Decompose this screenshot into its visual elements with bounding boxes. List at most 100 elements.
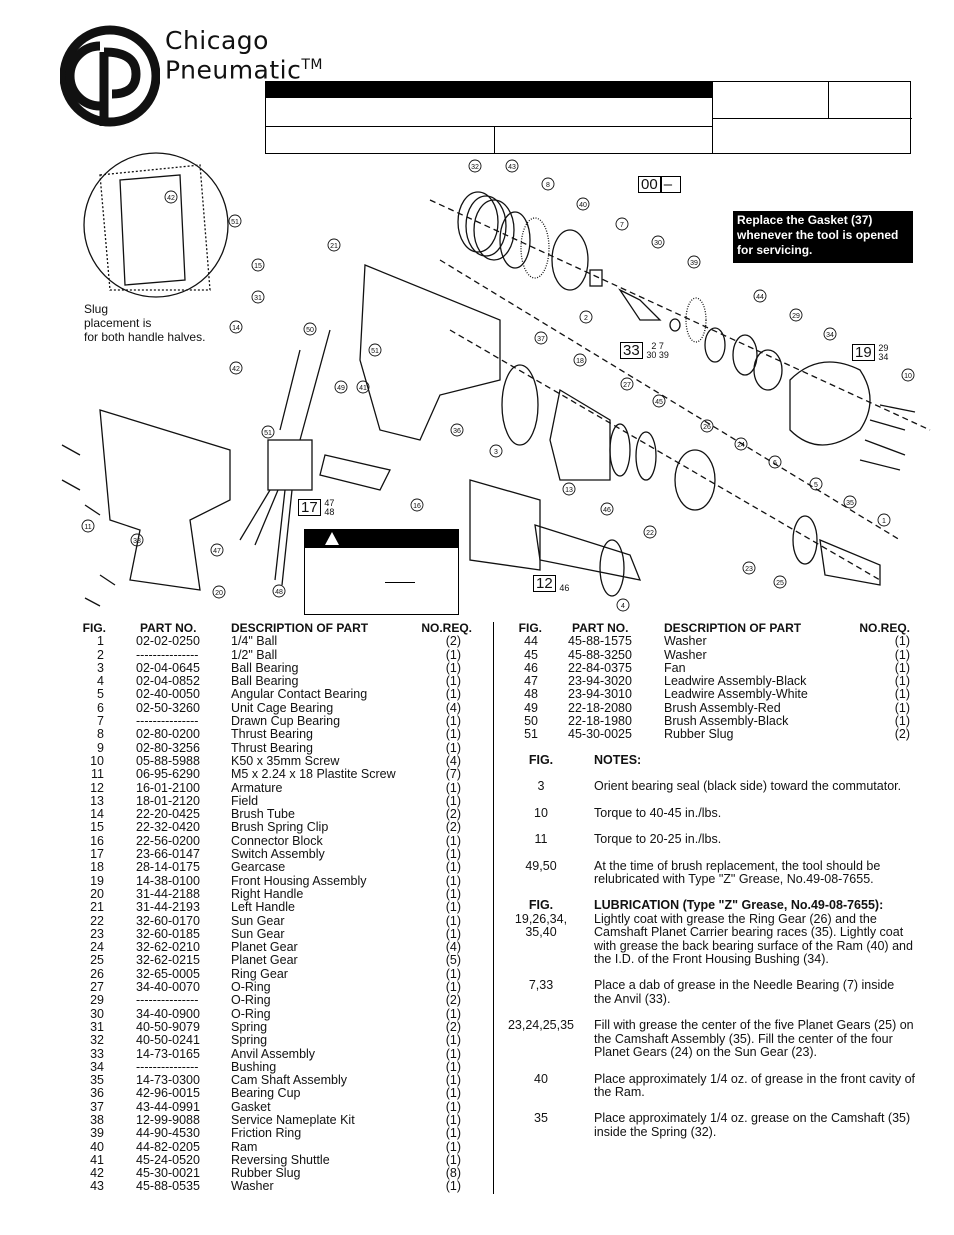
svg-text:4: 4 bbox=[621, 603, 625, 610]
fig-cell: 9 bbox=[97, 740, 104, 755]
quantity-cell: (1) bbox=[445, 1139, 461, 1154]
fig-cell: 5 bbox=[97, 687, 104, 702]
fig-cell: 27 bbox=[90, 980, 104, 995]
slug-placement-note: Slug placement is for both handle halves… bbox=[84, 302, 205, 344]
part-number-cell: 23-94-3010 bbox=[568, 687, 632, 702]
svg-text:6: 6 bbox=[773, 460, 777, 467]
quantity-cell: (4) bbox=[445, 700, 461, 715]
svg-text:21: 21 bbox=[330, 243, 338, 250]
description-cell: Sun Gear bbox=[231, 926, 285, 941]
svg-text:36: 36 bbox=[453, 428, 461, 435]
part-number-cell: 45-88-1575 bbox=[568, 634, 632, 649]
svg-text:1: 1 bbox=[882, 518, 886, 525]
fig-cell: 44 bbox=[524, 634, 538, 649]
fig-cell: 22 bbox=[90, 913, 104, 928]
quantity-cell: (1) bbox=[445, 1112, 461, 1127]
svg-text:26: 26 bbox=[703, 424, 711, 431]
fig-cell: 20 bbox=[90, 886, 104, 901]
part-number-cell: 31-44-2193 bbox=[136, 900, 200, 915]
description-cell: Thrust Bearing bbox=[231, 727, 313, 742]
fig-cell: 26 bbox=[90, 966, 104, 981]
svg-text:13: 13 bbox=[565, 487, 573, 494]
ref-33-top: 2 7 bbox=[651, 341, 664, 351]
quantity-cell: (1) bbox=[445, 873, 461, 888]
part-number-cell: 02-04-0645 bbox=[136, 660, 200, 675]
gasket-warning-callout: Replace the Gasket (37) whenever the too… bbox=[733, 211, 913, 263]
part-number-cell: 16-01-2100 bbox=[136, 780, 200, 795]
part-number-cell: 31-44-2188 bbox=[136, 886, 200, 901]
part-number-cell: 22-32-0420 bbox=[136, 820, 200, 835]
svg-text:11: 11 bbox=[84, 524, 91, 531]
table-row: 29---------------O-Ring(2) bbox=[84, 994, 484, 1008]
description-cell: Leadwire Assembly-White bbox=[664, 687, 808, 702]
fig-cell: 42 bbox=[90, 1166, 104, 1181]
quantity-cell: (1) bbox=[445, 647, 461, 662]
note-text: Orient bearing seal (black side) toward … bbox=[594, 779, 902, 794]
column-divider bbox=[493, 622, 494, 1194]
svg-text:27: 27 bbox=[623, 382, 631, 389]
description-cell: Front Housing Assembly bbox=[231, 873, 367, 888]
svg-text:32: 32 bbox=[471, 164, 479, 171]
part-number-cell: 42-96-0015 bbox=[136, 1086, 200, 1101]
fig-cell: 25 bbox=[90, 953, 104, 968]
svg-text:24: 24 bbox=[737, 442, 745, 449]
part-number-cell: 14-38-0100 bbox=[136, 873, 200, 888]
fig-cell: 17 bbox=[90, 847, 104, 862]
svg-text:30: 30 bbox=[654, 240, 662, 247]
fig-cell: 37 bbox=[90, 1099, 104, 1114]
svg-text:15: 15 bbox=[254, 263, 262, 270]
note-text: Place a dab of grease in the Needle Bear… bbox=[594, 978, 895, 1006]
lube-title: LUBRICATION (Type "Z" Grease, No.49-08-7… bbox=[594, 898, 884, 913]
svg-text:42: 42 bbox=[167, 195, 175, 202]
fig-cell: 48 bbox=[524, 687, 538, 702]
description-cell: Connector Block bbox=[231, 833, 323, 848]
brand-tm: TM bbox=[301, 57, 324, 73]
description-cell: Brush Assembly-Red bbox=[664, 700, 781, 715]
lube-header: FIG. LUBRICATION (Type "Z" Grease, No.49… bbox=[505, 898, 915, 913]
part-number-cell: --------------- bbox=[136, 1059, 199, 1074]
warning-box bbox=[304, 529, 459, 615]
quantity-cell: (1) bbox=[894, 714, 910, 729]
fig-cell: 12 bbox=[90, 780, 104, 795]
ref-12-number: 12 bbox=[533, 575, 556, 592]
note-text: Lightly coat with grease the Ring Gear (… bbox=[594, 911, 913, 967]
col-qty: NO.REQ. bbox=[421, 621, 472, 635]
part-number-cell: --------------- bbox=[136, 714, 199, 729]
part-number-cell: 14-73-0165 bbox=[136, 1046, 200, 1061]
col-part: PART NO. bbox=[140, 621, 197, 635]
lube-fig-label: FIG. bbox=[528, 898, 554, 913]
quantity-cell: (1) bbox=[894, 700, 910, 715]
fig-cell: 46 bbox=[524, 660, 538, 675]
description-cell: Spring bbox=[231, 1033, 268, 1048]
slug-note-line: for both handle halves. bbox=[84, 330, 206, 344]
quantity-cell: (1) bbox=[445, 847, 461, 862]
note-fig: 23,24,25,35 bbox=[507, 1018, 575, 1033]
quantity-cell: (1) bbox=[445, 1126, 461, 1141]
part-number-cell: 43-44-0991 bbox=[136, 1099, 200, 1114]
ref-19-number: 19 bbox=[852, 344, 875, 361]
quantity-cell: (2) bbox=[445, 807, 461, 822]
quantity-cell: (7) bbox=[445, 767, 461, 782]
svg-text:29: 29 bbox=[792, 313, 800, 320]
quantity-cell: (4) bbox=[445, 753, 461, 768]
